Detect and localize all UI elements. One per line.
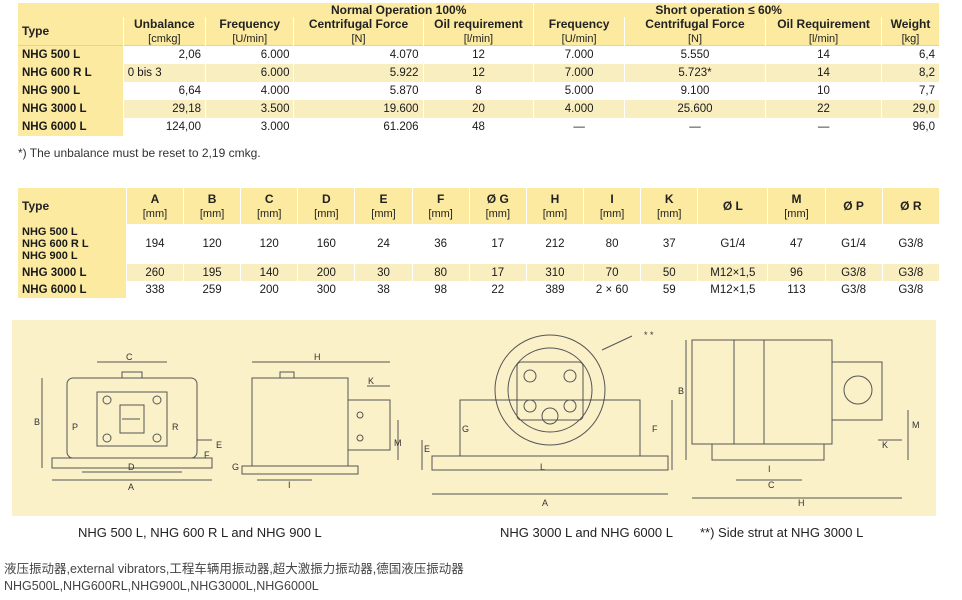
group-short-operation: Short operation ≤ 60% (533, 3, 940, 17)
footer-keywords: 液压振动器,external vibrators,工程车辆用振动器,超大激振力振… (4, 562, 464, 576)
technical-drawings: C B P R D A F E H K M G I * * L A F E G … (34, 330, 920, 508)
dim-header-f: F[mm] (412, 188, 470, 224)
caption-side-strut: **) Side strut at NHG 3000 L (700, 525, 864, 540)
header-type: Type (18, 17, 124, 46)
performance-table-header: Type Unbalance[cmkg] Frequency[U/min] Ce… (18, 17, 940, 46)
label-a-large: A (542, 498, 548, 508)
label-f: F (204, 450, 210, 460)
header-frequency-short: Frequency[U/min] (533, 17, 625, 46)
label-stars: * * (644, 330, 654, 340)
label-g-large: G (462, 424, 469, 434)
dim-header-m: M[mm] (767, 188, 826, 224)
dim-header-type: Type (18, 188, 127, 224)
table-row: NHG 3000 L 29,18 3.500 19.600 20 4.000 2… (18, 100, 940, 118)
dim-header-c: C[mm] (240, 188, 299, 224)
dim-header-r: Ø R (882, 188, 941, 224)
label-d: D (128, 462, 135, 472)
dimensions-table: Type A[mm] B[mm] C[mm] D[mm] E[mm] F[mm]… (18, 188, 941, 298)
dim-header-k: K[mm] (640, 188, 699, 224)
dim-header-d: D[mm] (297, 188, 356, 224)
large-unit-side-view (685, 339, 909, 499)
dim-header-g: Ø G[mm] (469, 188, 527, 224)
small-unit-side-view (241, 361, 399, 481)
table-row: NHG 900 L 6,64 4.000 5.870 8 5.000 9.100… (18, 82, 940, 100)
label-i: I (288, 480, 291, 490)
header-centrifugal-force: Centrifugal Force[N] (293, 17, 424, 46)
table-row: NHG 6000 L 338 259 200 300 38 98 22 389 … (18, 281, 941, 298)
header-oil-requirement-short: Oil Requirement[l/min] (765, 17, 882, 46)
table-row: NHG 6000 L 124,00 3.000 61.206 48 — — — … (18, 118, 940, 136)
dim-header-p: Ø P (825, 188, 883, 224)
label-c: C (126, 352, 133, 362)
group-normal-operation: Normal Operation 100% (18, 3, 535, 17)
label-k: K (368, 376, 374, 386)
label-m: M (394, 438, 402, 448)
dimensions-table-header: Type A[mm] B[mm] C[mm] D[mm] E[mm] F[mm]… (18, 188, 941, 224)
header-centrifugal-force-short: Centrifugal Force[N] (624, 17, 767, 46)
footer-models: NHG500L,NHG600RL,NHG900L,NHG3000L,NHG600… (4, 579, 319, 593)
label-e: E (216, 440, 222, 450)
label-h-large: H (798, 498, 805, 508)
performance-table-group-row: Normal Operation 100% Short operation ≤ … (18, 3, 940, 17)
caption-small-units: NHG 500 L, NHG 600 R L and NHG 900 L (78, 525, 322, 540)
label-h: H (314, 352, 321, 362)
label-p: P (72, 422, 78, 432)
header-frequency: Frequency[U/min] (205, 17, 295, 46)
dim-header-i: I[mm] (583, 188, 642, 224)
dim-header-l: Ø L (697, 188, 769, 224)
label-e-large: E (424, 444, 430, 454)
label-k-large: K (882, 440, 888, 450)
technical-drawings-panel: C B P R D A F E H K M G I * * L A F E G … (12, 320, 936, 516)
header-oil-requirement: Oil requirement[l/min] (423, 17, 535, 46)
small-unit-front-view (41, 361, 213, 481)
dimension-labels: C B P R D A F E H K M G I * * L A F E G … (34, 330, 920, 508)
table-row: NHG 500 L 2,06 6.000 4.070 12 7.000 5.55… (18, 45, 940, 64)
label-m-large: M (912, 420, 920, 430)
dim-header-a: A[mm] (126, 188, 185, 224)
label-b-large: B (678, 386, 684, 396)
performance-table: Normal Operation 100% Short operation ≤ … (18, 3, 940, 136)
label-b: B (34, 417, 40, 427)
table-row: NHG 600 R L 0 bis 3 6.000 5.922 12 7.000… (18, 64, 940, 82)
caption-large-units: NHG 3000 L and NHG 6000 L (500, 525, 673, 540)
header-unbalance: Unbalance[cmkg] (123, 17, 207, 46)
large-unit-front-view (421, 334, 673, 495)
table-row: NHG 500 L NHG 600 R L NHG 900 L 194 120 … (18, 224, 941, 264)
unbalance-footnote: *) The unbalance must be reset to 2,19 c… (18, 146, 261, 160)
label-c-large: C (768, 480, 775, 490)
label-r: R (172, 422, 179, 432)
label-a: A (128, 482, 134, 492)
dim-header-h: H[mm] (526, 188, 585, 224)
table-row: NHG 3000 L 260 195 140 200 30 80 17 310 … (18, 264, 941, 281)
dim-header-e: E[mm] (354, 188, 413, 224)
header-weight: Weight[kg] (881, 17, 940, 46)
label-f-large: F (652, 424, 658, 434)
label-i-large: I (768, 464, 771, 474)
label-l-large: L (540, 462, 545, 472)
label-g: G (232, 462, 239, 472)
dim-header-b: B[mm] (183, 188, 242, 224)
